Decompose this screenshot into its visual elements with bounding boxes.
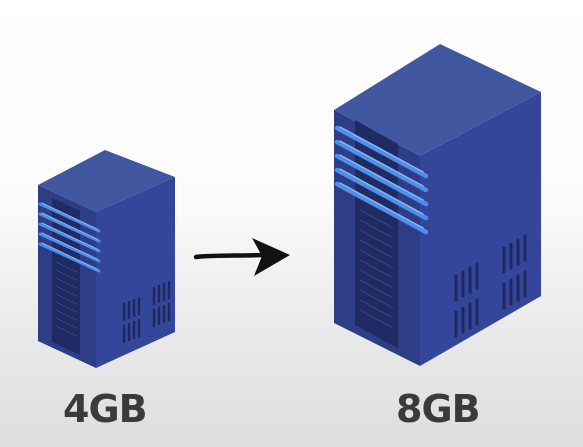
arrow-right-icon	[193, 238, 290, 276]
small-server-label: 4GB	[63, 387, 148, 431]
large-server-icon	[334, 44, 541, 366]
large-server-label: 8GB	[396, 387, 481, 431]
small-server-icon	[38, 150, 175, 368]
